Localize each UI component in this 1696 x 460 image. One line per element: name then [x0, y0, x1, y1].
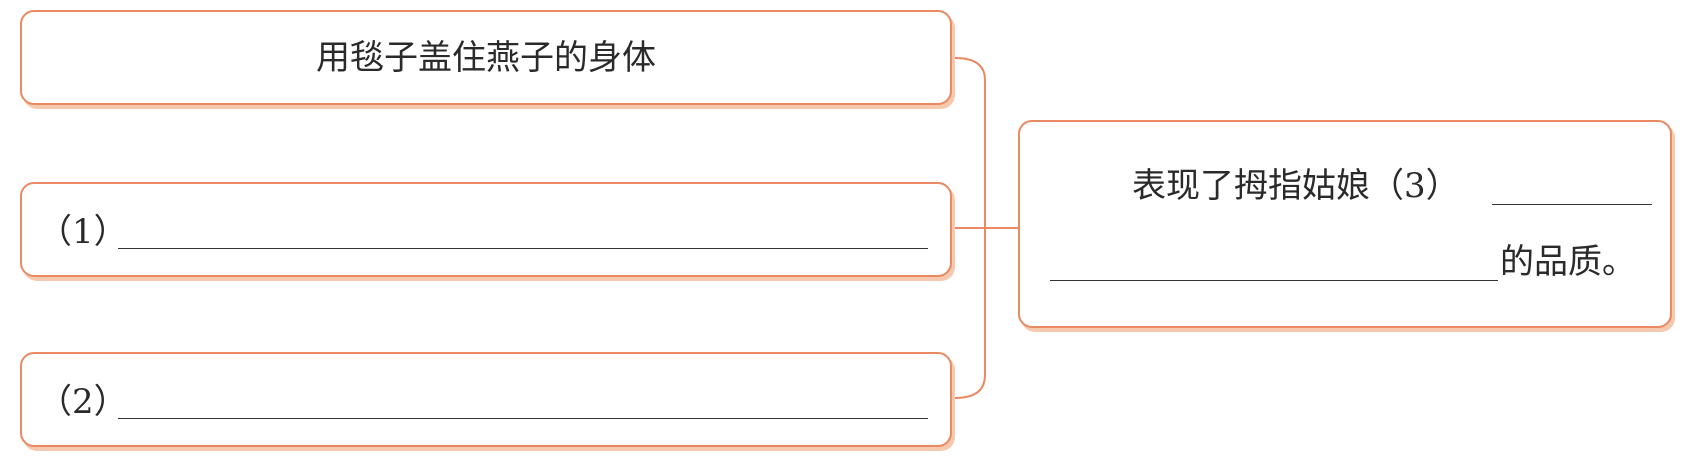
answer-line-3b[interactable]: [1050, 280, 1498, 281]
conclusion-suffix: 的品质。: [1500, 242, 1636, 282]
blank-box-2: （2）: [20, 352, 952, 447]
action-text: 用毯子盖住燕子的身体: [316, 38, 656, 78]
answer-line-3a[interactable]: [1492, 204, 1652, 205]
blank-1-number: （1）: [38, 212, 128, 252]
blank-2-number: （2）: [38, 382, 128, 422]
answer-line-1[interactable]: [118, 248, 928, 249]
answer-line-2[interactable]: [118, 418, 928, 419]
conclusion-prefix: 表现了拇指姑娘（3）: [1132, 166, 1460, 206]
conclusion-box: 表现了拇指姑娘（3） 的品质。: [1018, 120, 1672, 328]
action-box: 用毯子盖住燕子的身体: [20, 10, 952, 105]
blank-box-1: （1）: [20, 182, 952, 277]
